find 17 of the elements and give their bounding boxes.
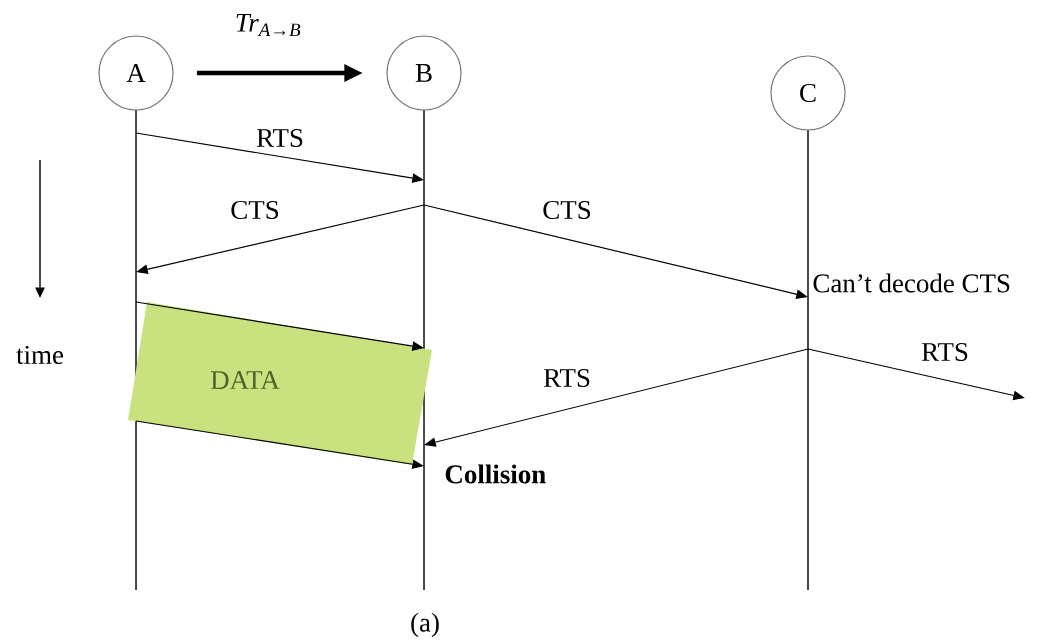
arrow [423, 204, 808, 299]
text-label: Can’t decode CTS [811, 272, 1013, 294]
edge-label: RTS [254, 127, 306, 149]
edge-label: Tr$_{A→B}$ [233, 12, 303, 38]
edge-label: RTS [919, 341, 971, 363]
data-block: DATA [128, 302, 432, 465]
arrow [135, 301, 424, 351]
edge-label: CTS [541, 199, 593, 221]
text-label: Collision [443, 463, 548, 485]
arrow [424, 348, 809, 447]
arrow [135, 132, 424, 183]
edge-label: CTS [229, 199, 281, 221]
edge-label: RTS [541, 367, 593, 389]
text-label: (a) [408, 611, 442, 639]
arrow [135, 420, 424, 469]
text-label: time [14, 344, 66, 366]
arrow [136, 204, 425, 275]
